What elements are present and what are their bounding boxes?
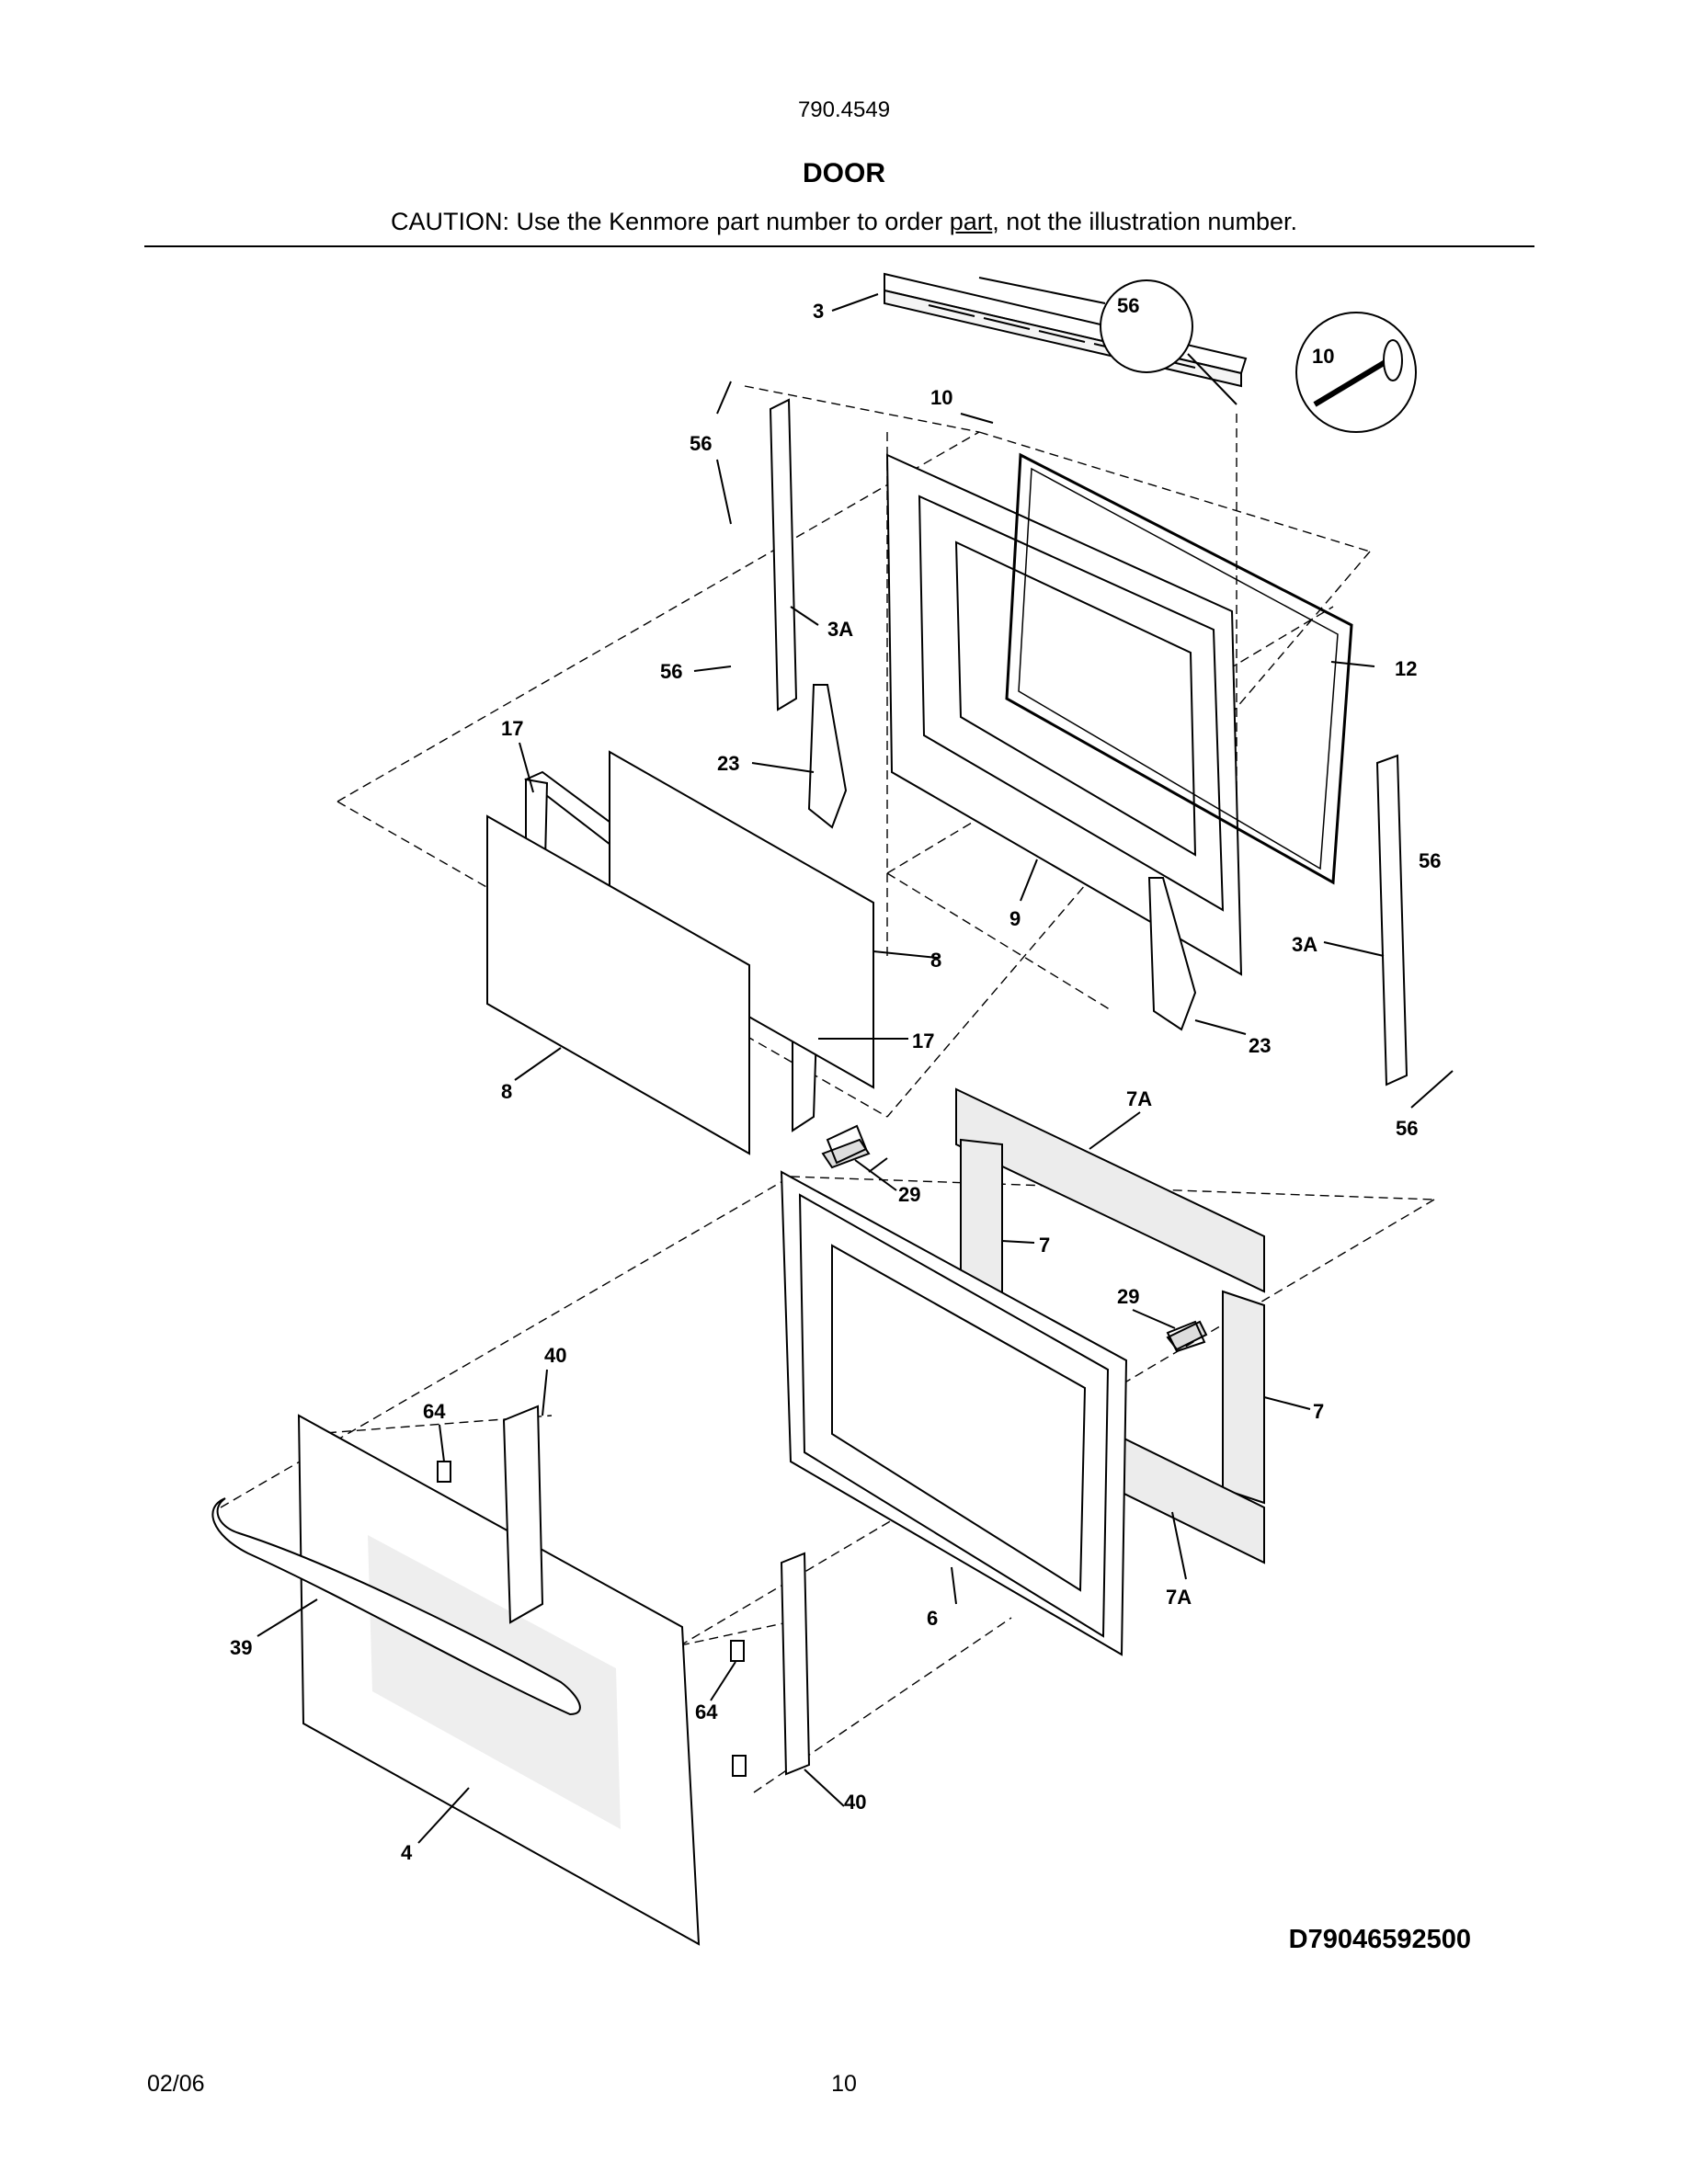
caution-text-start: CAUTION: Use the Kenmore part number to …	[391, 208, 950, 235]
callout-7A-upper: 7A	[1126, 1087, 1152, 1110]
callout-40-lower: 40	[844, 1791, 866, 1814]
callout-3: 3	[813, 300, 824, 323]
caution-text-end: , not the illustration number.	[992, 208, 1297, 235]
door-gasket-part	[1005, 452, 1353, 885]
diagram-code: D79046592500	[1288, 1925, 1471, 1954]
callout-8-left: 8	[501, 1080, 512, 1103]
callout-6: 6	[927, 1607, 938, 1630]
callout-40-upper: 40	[544, 1344, 566, 1367]
callout-23-right: 23	[1249, 1034, 1271, 1057]
callout-56-upper-left: 56	[690, 432, 712, 455]
callout-3A-left: 3A	[827, 618, 853, 641]
door-parts	[211, 272, 1417, 1946]
callout-56-left: 56	[660, 660, 682, 683]
page-number: 10	[831, 2071, 857, 2097]
side-trim-left-part	[769, 398, 798, 711]
callout-3A-right: 3A	[1292, 933, 1317, 956]
caution-note: CAUTION: Use the Kenmore part number to …	[0, 208, 1688, 236]
callout-56-detail: 56	[1117, 294, 1139, 317]
callout-64-upper: 64	[423, 1400, 446, 1423]
callout-29-upper: 29	[898, 1183, 920, 1206]
lower-hinge-receivers-part	[437, 1124, 1206, 1777]
side-trim-right-part	[1375, 754, 1409, 1086]
inner-glass-pack-part	[486, 750, 874, 1155]
callout-4: 4	[401, 1841, 413, 1864]
footer-date: 02/06	[147, 2071, 205, 2097]
callout-8-right: 8	[930, 949, 941, 972]
inner-door-panel-part	[780, 1170, 1128, 1656]
callout-labels: 3 56 10 56 10 3A 56 12 17 23 56 9 3A 8 1…	[230, 294, 1441, 1864]
callout-56-lower-right: 56	[1396, 1117, 1418, 1140]
callout-7-upper: 7	[1039, 1234, 1050, 1257]
model-number: 790.4549	[797, 97, 891, 122]
page-title: DOOR	[803, 158, 885, 188]
callout-56-right: 56	[1419, 849, 1441, 872]
caution-part-link: part	[949, 208, 993, 235]
screw-detail-callout	[1100, 279, 1417, 433]
callout-29-lower: 29	[1117, 1285, 1139, 1308]
door-liner-part	[885, 453, 1243, 976]
callout-9: 9	[1009, 907, 1021, 930]
callout-17-lower: 17	[912, 1029, 934, 1052]
callout-7-lower: 7	[1313, 1400, 1324, 1423]
callout-10: 10	[930, 386, 952, 409]
callout-7A-lower: 7A	[1166, 1586, 1192, 1609]
callout-39: 39	[230, 1636, 252, 1659]
leader-lines	[257, 277, 1454, 1844]
hinge-parts	[807, 684, 1197, 1031]
callout-10-detail: 10	[1312, 345, 1334, 368]
callout-23-left: 23	[717, 752, 739, 775]
callout-12: 12	[1395, 657, 1417, 680]
door-handle-part	[211, 1497, 581, 1716]
callout-64-lower: 64	[695, 1701, 718, 1723]
header-divider	[144, 245, 1534, 247]
callout-17-upper: 17	[501, 717, 523, 740]
